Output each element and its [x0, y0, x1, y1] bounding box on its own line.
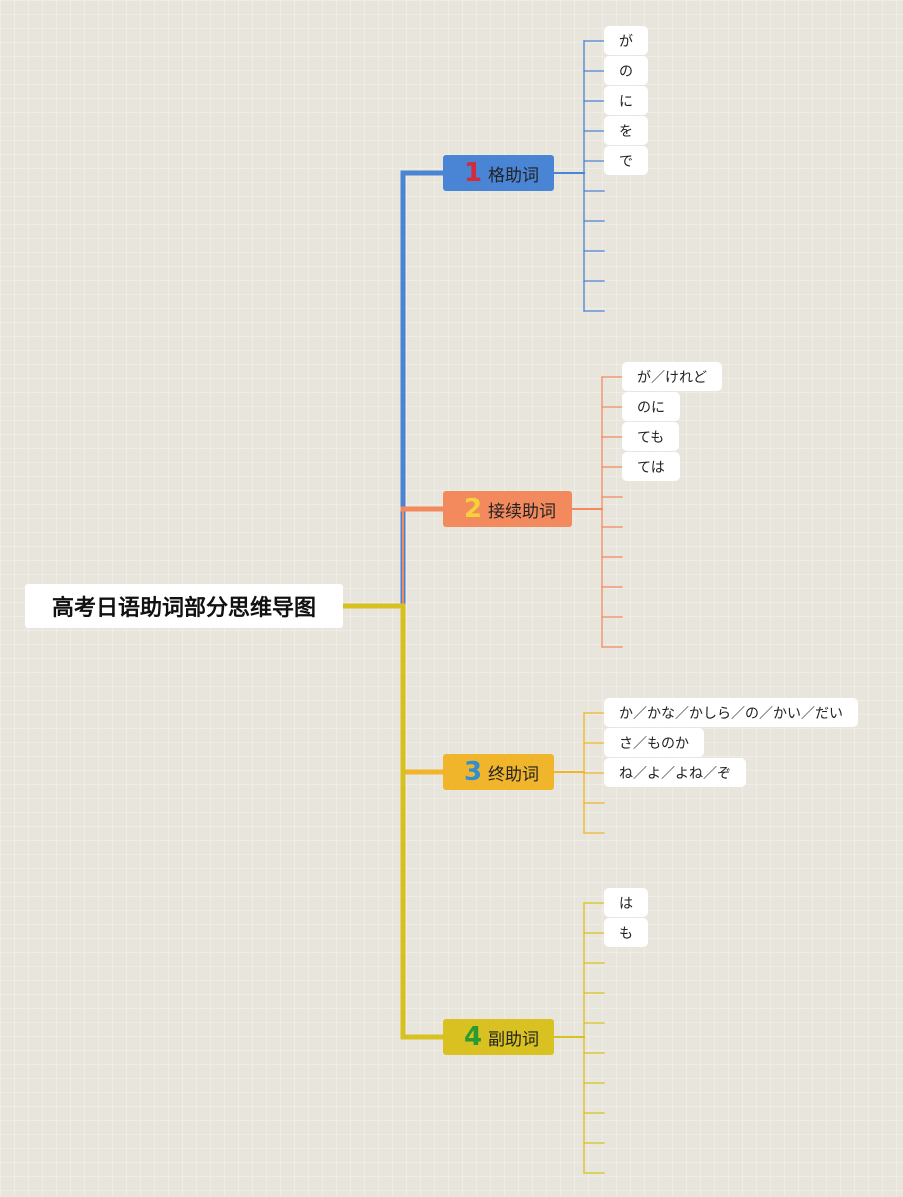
leaf-label: で: [619, 153, 633, 170]
branch-topic-2[interactable]: 2 接续助词: [443, 491, 572, 527]
leaf-topic[interactable]: か／かな／かしら／の／かい／だい: [604, 698, 858, 727]
branch-label-3: 终助词: [488, 764, 539, 785]
leaf-label: が／けれど: [637, 369, 707, 386]
leaf-topic[interactable]: も: [604, 918, 648, 947]
leaf-topic[interactable]: が: [604, 26, 648, 55]
leaf-label: ても: [637, 429, 665, 446]
leaf-topic[interactable]: ね／よ／よね／ぞ: [604, 758, 746, 787]
branch-number-1: 1: [463, 158, 483, 188]
leaf-topic[interactable]: に: [604, 86, 648, 115]
leaf-label: の: [619, 63, 633, 80]
leaf-label: さ／ものか: [619, 735, 689, 752]
branch-topic-3[interactable]: 3 终助词: [443, 754, 554, 790]
leaf-topic[interactable]: ても: [622, 422, 680, 451]
leaf-topic[interactable]: ては: [622, 452, 680, 481]
leaf-label: ては: [637, 459, 665, 476]
leaf-topic[interactable]: は: [604, 888, 648, 917]
branch-label-2: 接续助词: [488, 501, 556, 522]
leaf-topic[interactable]: のに: [622, 392, 680, 421]
leaf-topic[interactable]: が／けれど: [622, 362, 722, 391]
branch-topic-1[interactable]: 1 格助词: [443, 155, 554, 191]
branch-label-1: 格助词: [488, 165, 539, 186]
branch-topic-4[interactable]: 4 副助词: [443, 1019, 554, 1055]
root-topic-label: 高考日语助词部分思维导图: [51, 596, 316, 621]
leaf-label: を: [619, 123, 633, 140]
leaf-label: ね／よ／よね／ぞ: [619, 765, 731, 782]
leaf-label: が: [619, 33, 633, 50]
root-topic[interactable]: 高考日语助词部分思维导图: [25, 584, 343, 628]
leaf-label: は: [619, 895, 633, 912]
branch-number-3: 3: [463, 757, 483, 787]
leaf-topic[interactable]: を: [604, 116, 648, 145]
leaf-label: も: [619, 925, 633, 942]
branch-number-2: 2: [463, 494, 483, 524]
leaf-topic[interactable]: で: [604, 146, 648, 175]
leaf-topic[interactable]: の: [604, 56, 648, 85]
leaf-label: のに: [637, 399, 665, 416]
leaf-topic[interactable]: さ／ものか: [604, 728, 704, 757]
branch-label-4: 副助词: [488, 1029, 539, 1050]
leaf-label: に: [619, 93, 633, 110]
leaf-label: か／かな／かしら／の／かい／だい: [619, 705, 843, 722]
branch-number-4: 4: [463, 1022, 483, 1052]
